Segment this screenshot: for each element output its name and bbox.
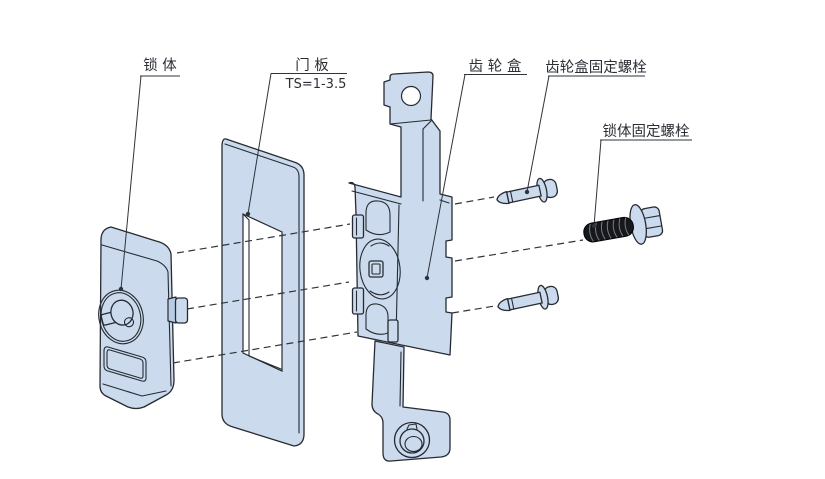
- door-panel-part: [221, 138, 305, 447]
- label-door-panel: 门 板: [295, 56, 329, 74]
- latch-plate-hole: [400, 85, 422, 107]
- key-pin-detail: [123, 317, 135, 328]
- gear-nut-inner: [371, 263, 381, 275]
- leader-dot-lock-body: [118, 286, 124, 292]
- axis-dashed-line-bottom: [172, 331, 358, 364]
- latch-bar-wedge-edge: [422, 120, 432, 130]
- leader-dot-gear-box-bolt: [524, 189, 530, 195]
- axis-dashed-line-bolt: [454, 239, 584, 262]
- label-gear-box: 齿 轮 盒: [469, 58, 522, 75]
- screw-collar-line: [510, 297, 515, 310]
- lower-arm-side-edge: [399, 351, 402, 407]
- leader-lock-body-bolt: [593, 139, 602, 227]
- bolt-hex-facet-lines: [642, 214, 663, 230]
- screw-tip: [496, 190, 510, 205]
- leader-dot-lock-body-bolt: [592, 224, 596, 228]
- gear-box-part: [348, 71, 453, 462]
- cam-roller-hub: [404, 435, 423, 453]
- label-lock-body-bolt: 锁体固定螺栓: [603, 123, 690, 140]
- leader-gear-box: [426, 74, 466, 279]
- lock-body-bolt-part: [583, 204, 664, 245]
- lock-body-outline: [99, 226, 175, 410]
- axis-dashed-line-top: [176, 223, 351, 254]
- label-door-panel-spec: TS=1-3.5: [285, 77, 347, 92]
- keyhole-outer-ring: [98, 289, 144, 345]
- mount-clip-bottom: [351, 287, 365, 315]
- cam-roller-key-notch: [406, 423, 418, 430]
- gear-arc-top: [370, 242, 390, 247]
- door-panel-thickness-line: [224, 143, 300, 434]
- lock-body-label-recess-inner: [106, 349, 144, 379]
- lock-body-top-bevel-line: [101, 244, 172, 387]
- door-panel-cutout: [242, 213, 283, 372]
- screw-tip: [497, 297, 511, 312]
- latch-tab-side-face: [167, 296, 177, 324]
- leader-door-panel: [247, 73, 272, 215]
- leader-dot-gear-box: [424, 275, 430, 281]
- bolt-thread-shaft: [583, 216, 634, 243]
- gear-nut-block: [368, 260, 384, 278]
- lock-body-bottom-bevel-line: [102, 383, 167, 397]
- cam-roller-inner: [399, 428, 425, 454]
- lock-body-part: [98, 226, 189, 410]
- axis-dashed-line-screw-bottom: [451, 305, 496, 314]
- latch-tab-front-face: [174, 297, 189, 324]
- gear-box-outline: [348, 71, 453, 356]
- mechanism-lower-tab: [387, 319, 399, 343]
- latch-plate-bottom-edge: [389, 119, 432, 125]
- gear-disc-ellipse: [359, 238, 401, 300]
- part-labels: 锁 体 门 板 TS=1-3.5 齿 轮 盒 齿轮盒固定螺栓 锁体固定螺栓: [143, 56, 690, 140]
- leader-dot-door-panel: [245, 211, 251, 217]
- gear-box-front-left-edge: [395, 204, 400, 340]
- mechanism-lower-bell: [365, 303, 389, 335]
- lock-body-label-recess-outer: [103, 346, 147, 382]
- screw-collar-line: [509, 190, 514, 203]
- gear-box-top-inner-edge-left: [351, 190, 402, 205]
- gear-box-lower-arm-and-foot: [371, 340, 451, 462]
- keyhole-boss: [98, 289, 144, 345]
- leader-gear-box-bolt: [526, 75, 550, 193]
- gear-box-screw-top: [496, 177, 559, 205]
- screw-shaft: [506, 291, 543, 311]
- axis-dashed-line-screw-top: [454, 196, 495, 205]
- label-lock-body: 锁 体: [143, 57, 177, 74]
- screw-shaft: [505, 184, 542, 204]
- label-gear-box-bolt: 齿轮盒固定螺栓: [545, 59, 647, 76]
- assembly-axes: [172, 196, 584, 364]
- bolt-thread-coils: [589, 217, 630, 242]
- leader-lock-body: [120, 75, 142, 290]
- axis-dashed-line-middle: [186, 281, 350, 310]
- mount-clip-top: [351, 214, 365, 239]
- mechanism-upper-bell: [365, 200, 391, 236]
- gear-arc-bottom: [369, 290, 390, 296]
- leader-lines: [118, 72, 692, 292]
- door-panel-cutout-wall-line: [242, 213, 282, 370]
- gear-box-screw-bottom: [497, 284, 560, 312]
